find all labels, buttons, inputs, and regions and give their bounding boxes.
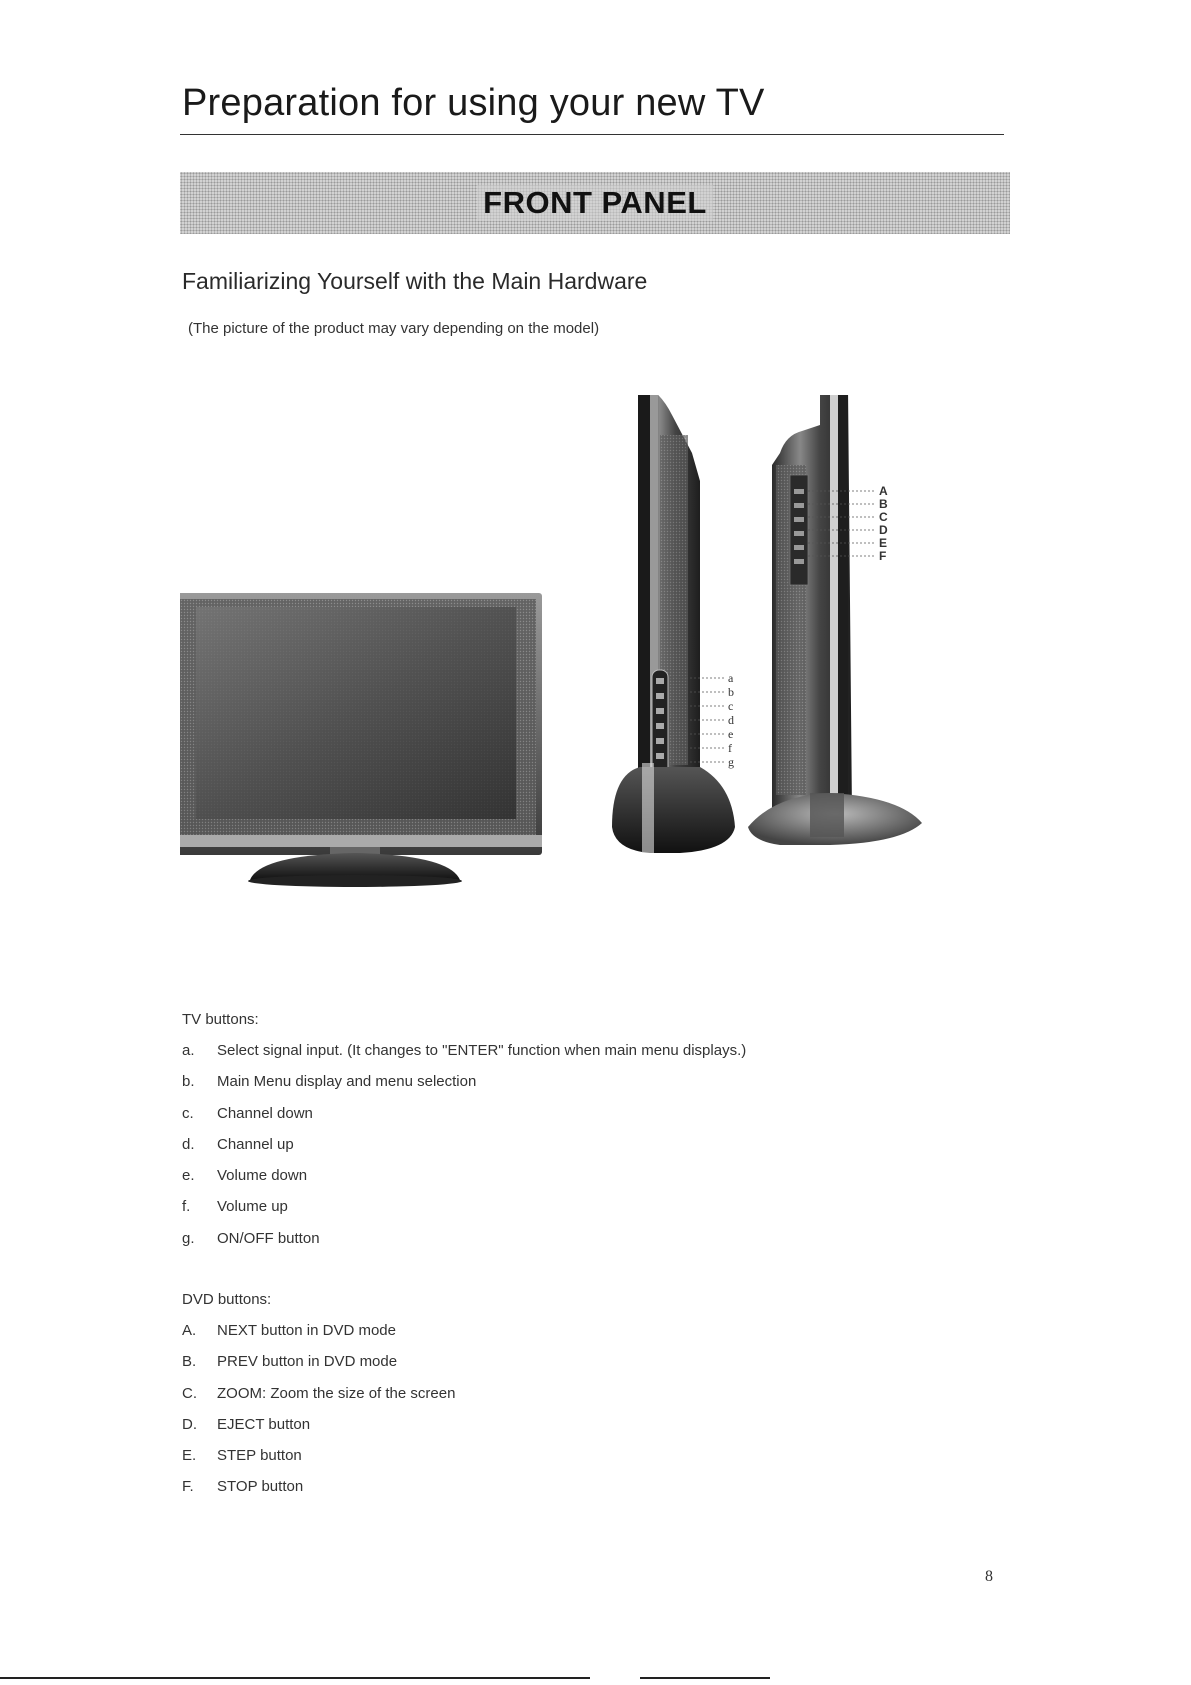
- list-item-key: e.: [182, 1167, 195, 1185]
- callout-f: f: [728, 741, 732, 755]
- callout-B: B: [879, 497, 888, 511]
- list-item: a. Select signal input. (It changes to "E…: [182, 1041, 746, 1072]
- list-item-key: a.: [182, 1042, 195, 1059]
- list-item: f. Volume up: [182, 1197, 746, 1228]
- list-item-key: g.: [182, 1229, 195, 1247]
- list-item-text: Main Menu display and menu selection: [217, 1073, 477, 1091]
- list-item: D. EJECT button: [182, 1415, 455, 1446]
- list-item: E. STEP button: [182, 1446, 455, 1477]
- tv-buttons-heading: TV buttons:: [182, 1011, 259, 1028]
- callout-D: D: [879, 523, 888, 537]
- list-item-text: Select signal input. (It changes to "ENT…: [217, 1042, 747, 1059]
- list-item-text: NEXT button in DVD mode: [217, 1322, 396, 1339]
- list-item: F. STOP button: [182, 1477, 455, 1508]
- tv-front-view: [180, 593, 542, 887]
- title-underline: [180, 134, 1004, 135]
- list-item: e. Volume down: [182, 1166, 746, 1197]
- page-number: 8: [985, 1568, 993, 1585]
- tv-illustration: a b c d e f g: [180, 395, 922, 887]
- callout-c: c: [728, 699, 733, 713]
- model-note: (The picture of the product may vary dep…: [188, 320, 600, 337]
- page-title: Preparation for using your new TV: [182, 82, 765, 124]
- tv-left-side-view: a b c d e f g: [612, 395, 735, 853]
- list-item: d. Channel up: [182, 1135, 746, 1166]
- list-item-key: E.: [182, 1447, 197, 1465]
- callout-F: F: [879, 549, 886, 563]
- list-item-key: f.: [182, 1198, 191, 1216]
- list-item-text: ZOOM: Zoom the size of the screen: [217, 1384, 456, 1402]
- list-item-key: C.: [182, 1384, 197, 1402]
- list-item-key: c.: [182, 1104, 194, 1122]
- list-item: c. Channel down: [182, 1104, 746, 1135]
- callout-e: e: [728, 727, 733, 741]
- tv-hardware-figure: a b c d e f g: [180, 395, 1000, 915]
- tv-right-side-view: A B C D E F: [748, 395, 922, 845]
- callout-b: b: [728, 685, 734, 699]
- dvd-buttons-section: DVD buttons: A. NEXT button in DVD mode B…: [182, 1290, 455, 1509]
- list-item: A. NEXT button in DVD mode: [182, 1321, 455, 1352]
- list-item-text: Volume down: [217, 1167, 308, 1185]
- callout-d: d: [728, 713, 734, 727]
- tv-buttons-section: TV buttons: a. Select signal input. (It c…: [182, 1010, 746, 1260]
- list-item-text: STEP button: [217, 1447, 302, 1465]
- list-item: g. ON/OFF button: [182, 1229, 746, 1260]
- list-item-key: D.: [182, 1415, 197, 1433]
- list-item: b. Main Menu display and menu selection: [182, 1072, 746, 1103]
- list-item-text: Volume up: [217, 1198, 288, 1216]
- list-item-text: EJECT button: [217, 1415, 311, 1433]
- callout-C: C: [879, 510, 888, 524]
- list-item-key: F.: [182, 1478, 194, 1496]
- callout-a: a: [728, 671, 734, 685]
- list-item-key: b.: [182, 1073, 195, 1091]
- bottom-rule-left: [0, 1677, 590, 1679]
- list-item-text: Channel down: [217, 1104, 313, 1122]
- dvd-buttons-heading: DVD buttons:: [182, 1291, 272, 1308]
- list-item-text: Channel up: [217, 1135, 294, 1153]
- list-item-key: B.: [182, 1353, 197, 1371]
- callout-E: E: [879, 536, 887, 550]
- list-item: B. PREV button in DVD mode: [182, 1352, 455, 1383]
- list-item-text: ON/OFF button: [217, 1229, 320, 1247]
- list-item-key: d.: [182, 1135, 195, 1153]
- list-item-text: PREV button in DVD mode: [217, 1353, 398, 1371]
- list-item: C. ZOOM: Zoom the size of the screen: [182, 1384, 455, 1415]
- list-item-text: STOP button: [217, 1478, 304, 1496]
- bottom-rule-right: [640, 1677, 770, 1679]
- callout-A: A: [879, 484, 888, 498]
- section-subtitle: Familiarizing Yourself with the Main Har…: [182, 268, 648, 294]
- section-banner: FRONT PANEL: [180, 172, 1010, 234]
- list-item-key: A.: [182, 1322, 197, 1339]
- banner-title: FRONT PANEL: [477, 185, 713, 221]
- callout-g: g: [728, 755, 734, 769]
